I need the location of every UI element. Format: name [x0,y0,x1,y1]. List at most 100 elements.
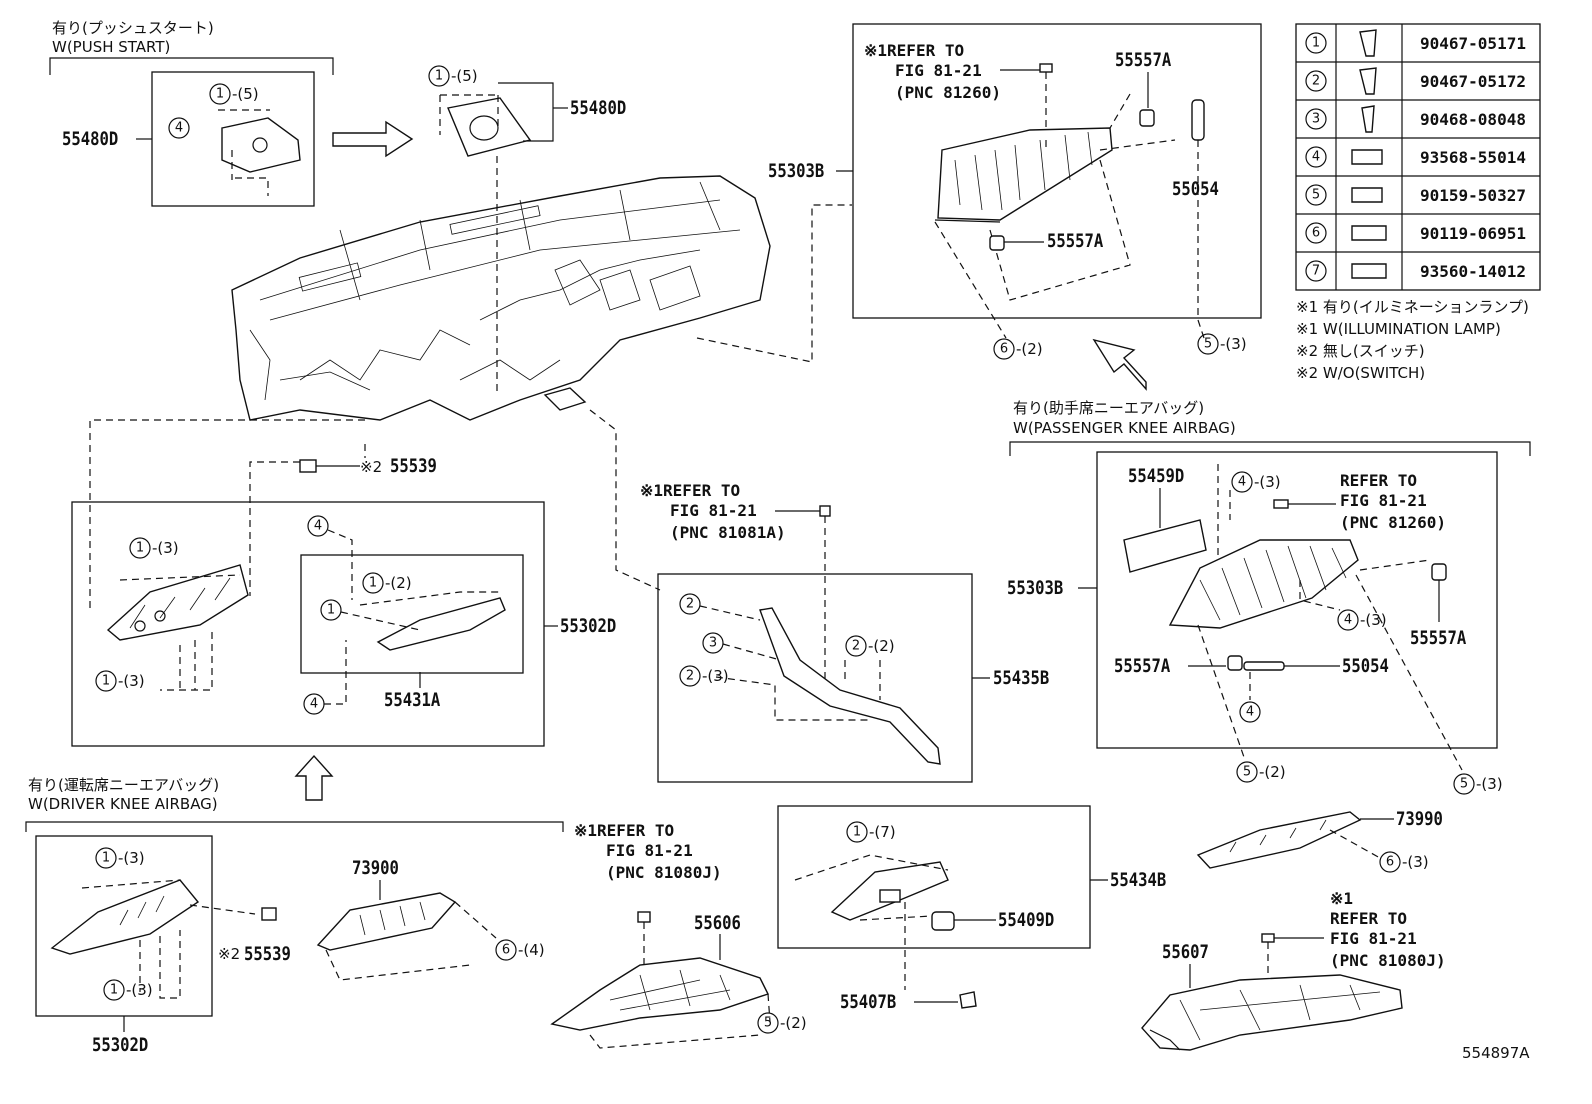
svg-text:-(3): -(3) [1220,335,1247,353]
ref-br-line0: ※1 [1330,889,1353,908]
svg-text:-(2): -(2) [1259,763,1286,781]
lower-panel-left-part [106,564,249,691]
svg-text:4: 4 [1238,475,1246,490]
part-55435B: 55435B [993,668,1049,690]
svg-text:5: 5 [764,1016,772,1031]
svg-text:-(3): -(3) [1476,775,1503,793]
glove-box-part-right [1168,539,1431,629]
mark-x2-mid: ※2 [360,458,382,476]
ref-br-line1: REFER TO [1330,909,1407,928]
callout-6-2-top: 6 -(2) [993,338,1043,360]
dash-panel-sub-box [71,501,545,747]
svg-text:1: 1 [327,603,335,618]
svg-text:90119-06951: 90119-06951 [1420,224,1526,243]
svg-text:-(3): -(3) [118,672,145,690]
legend-row-6: 6 90119-06951 [1305,222,1526,244]
ref-mid-line1: ※1REFER TO [640,481,740,500]
callout-4b: 4 [307,515,329,537]
part-55303B-top: 55303B [768,161,824,183]
callout-5-2-b: 5 -(2) [757,1012,807,1034]
ref-low-line3: (PNC 81080J) [606,863,722,882]
switch-base-box [777,805,1091,949]
part-55407B: 55407B [840,992,896,1014]
glove-box-part-top [934,127,1113,223]
svg-text:1: 1 [853,825,861,840]
upper-bracket-part [439,94,532,157]
svg-text:90467-05171: 90467-05171 [1420,34,1526,53]
callout-6-3-r: 6 -(3) [1379,851,1429,873]
part-55431A: 55431A [384,690,441,712]
svg-text:2: 2 [1312,74,1320,89]
callout-2-2: 2 -(2) [845,635,895,657]
part-55302D-right: 55302D [560,616,616,638]
svg-text:4: 4 [175,121,183,136]
part-55480D-left: 55480D [62,129,118,151]
svg-text:4: 4 [1312,150,1320,165]
ref-br-line2: FIG 81-21 [1330,929,1417,948]
svg-text:5: 5 [1460,777,1468,792]
svg-text:2: 2 [686,597,694,612]
svg-text:1: 1 [102,851,110,866]
callout-2a: 2 [679,593,701,615]
callout-4-3-r1: 4 -(3) [1231,471,1281,493]
part-55054-top: 55054 [1172,179,1219,201]
callout-1-3c: 1 -(3) [95,847,145,869]
note-4: ※2 W/O(SWITCH) [1296,364,1425,382]
svg-text:3: 3 [1312,112,1320,127]
instrument-panel-illustration [231,175,771,421]
svg-text:-(2): -(2) [1016,340,1043,358]
part-55302D-bottom: 55302D [92,1035,148,1057]
header-passenger-knee-en: W(PASSENGER KNEE AIRBAG) [1013,419,1236,437]
header-driver-knee-en: W(DRIVER KNEE AIRBAG) [28,795,218,813]
screw-icon [1351,149,1383,165]
svg-text:1: 1 [102,674,110,689]
callout-1-3a: 1 -(3) [129,537,179,559]
callout-5-2-r1: 5 -(2) [1236,761,1286,783]
knee-panel-inner-box [300,554,524,674]
svg-text:6: 6 [1386,855,1394,870]
bolt-icon [1351,225,1387,241]
part-55557A-right: 55557A [1410,628,1467,650]
svg-text:-(3): -(3) [1360,611,1387,629]
svg-text:2: 2 [686,669,694,684]
side-trim-part [699,605,941,765]
svg-text:90468-08048: 90468-08048 [1420,110,1526,129]
svg-text:1: 1 [1312,36,1320,51]
svg-text:93560-14012: 93560-14012 [1420,262,1526,281]
svg-text:4: 4 [1344,613,1352,628]
passenger-knee-bracket [1009,441,1531,456]
svg-text:5: 5 [1243,765,1251,780]
switch-base-part [794,854,951,990]
svg-text:-(3): -(3) [126,981,153,999]
svg-text:7: 7 [1312,264,1320,279]
screw-icon [1351,187,1383,203]
svg-text:6: 6 [1312,226,1320,241]
arrow-up-icon [294,754,334,801]
part-55539-mid: 55539 [390,456,437,478]
svg-text:-(3): -(3) [1402,853,1429,871]
svg-text:1: 1 [369,576,377,591]
part-55459D: 55459D [1128,466,1184,488]
ref-low-line1: ※1REFER TO [574,821,674,840]
legend-row-7: 7 93560-14012 [1305,260,1526,282]
driver-knee-bracket [25,821,564,832]
callout-2-3: 2 -(3) [679,665,729,687]
svg-text:-(5): -(5) [232,85,259,103]
svg-text:-(5): -(5) [451,67,478,85]
svg-text:6: 6 [502,943,510,958]
note-2: ※1 W(ILLUMINATION LAMP) [1296,320,1501,338]
callout-4-r3: 4 [1239,701,1261,723]
svg-text:-(2): -(2) [868,637,895,655]
part-55539-low: 55539 [244,944,291,966]
part-55434B: 55434B [1110,870,1166,892]
ref-br-line3: (PNC 81080J) [1330,951,1446,970]
header-driver-knee-jp: 有り(運転席ニーエアバッグ) [28,776,219,794]
knee-airbag-73900-part [316,892,497,981]
passenger-glove-box [1096,451,1498,749]
callout-1-7: 1 -(7) [846,821,896,843]
lower-cover-55607-part [1141,974,1403,1051]
note-1: ※1 有り(イルミネーションランプ) [1296,298,1529,316]
